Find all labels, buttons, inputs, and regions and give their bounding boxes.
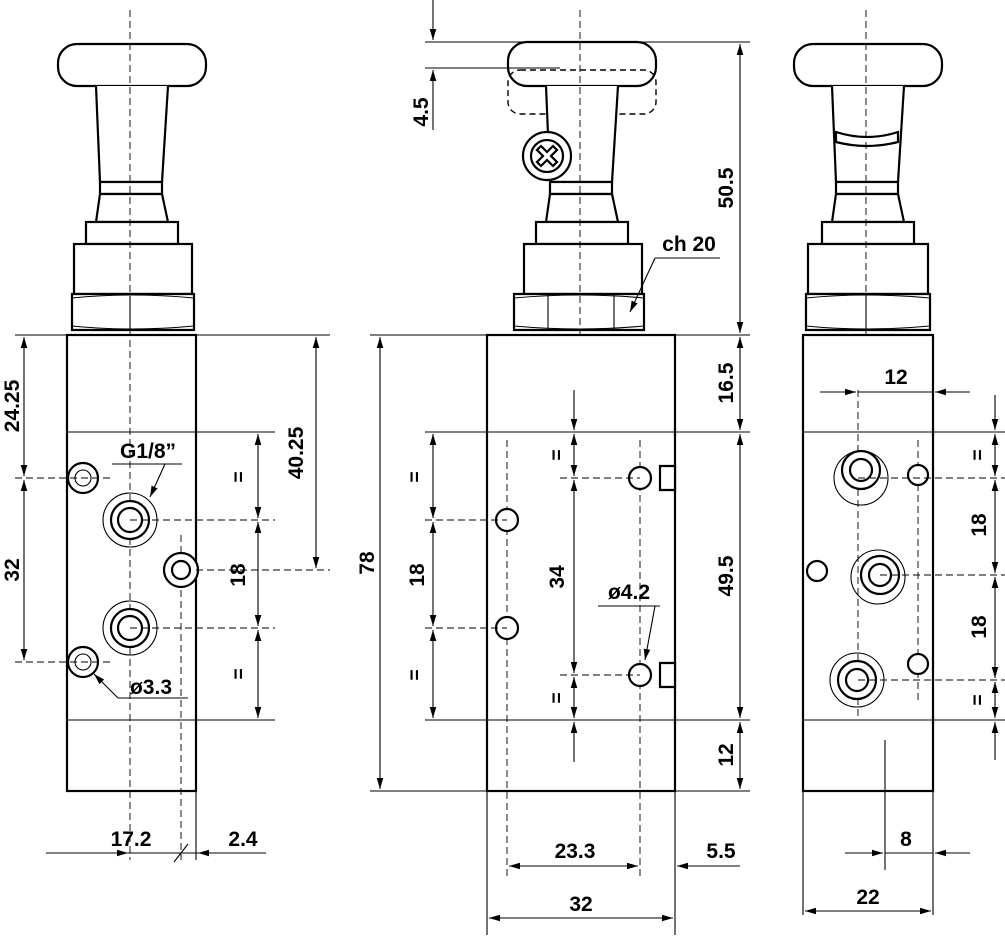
dim-left-equal-bottom: = [229, 668, 250, 679]
dim-center-4-5: 4.5 [410, 97, 433, 127]
dim-center-18: 18 [406, 563, 429, 587]
dim-right-8: 8 [900, 828, 912, 851]
dim-left-18: 18 [227, 563, 250, 587]
dim-center-equal-mid-bottom: = [547, 692, 568, 703]
dim-center-34: 34 [546, 565, 569, 589]
dim-center-16-5: 16.5 [715, 362, 738, 403]
left-side-port [162, 551, 200, 589]
dim-center-32: 32 [569, 893, 592, 916]
dim-center-hole-diameter: ø4.2 [608, 581, 650, 604]
center-view: 4.5 50.5 ch 20 16.5 78 = 18 = = 34 = ø4.… [356, 0, 750, 935]
right-hole-side [805, 559, 829, 583]
dim-center-5-5: 5.5 [706, 840, 736, 863]
dim-left-2-4: 2.4 [228, 828, 258, 851]
dim-center-50-5: 50.5 [715, 167, 738, 208]
dim-center-equal-mid-top: = [547, 449, 568, 460]
right-view: 12 = 18 18 = 8 22 [792, 10, 1005, 915]
dim-center-23-3: 23.3 [555, 840, 596, 863]
right-knob [792, 42, 944, 332]
dim-left-hole-diameter: ø3.3 [130, 676, 172, 699]
center-knob [506, 40, 658, 332]
right-port-middle [850, 549, 906, 605]
dim-left-32: 32 [1, 558, 24, 581]
dim-left-equal-top: = [229, 471, 250, 482]
right-port-top [833, 449, 889, 506]
dim-center-equal-left-bottom: = [405, 669, 426, 680]
right-port-bottom [829, 652, 885, 708]
left-knob [56, 42, 208, 332]
dim-left-40-25: 40.25 [285, 426, 308, 479]
left-view: 24.25 32 G1/8” ø3.3 = 18 = 40.25 17.2 2.… [1, 10, 330, 863]
center-body [485, 333, 677, 793]
dim-center-equal-left-top: = [405, 471, 426, 482]
dim-left-17-2: 17.2 [111, 828, 152, 851]
right-hole-bottom [906, 652, 930, 676]
dim-center-wrench: ch 20 [662, 233, 716, 256]
dim-right-18-lower: 18 [968, 615, 991, 639]
dim-right-22: 22 [856, 886, 879, 909]
right-hole-top [906, 463, 930, 487]
dim-right-18-upper: 18 [968, 513, 991, 537]
dim-center-49-5: 49.5 [715, 555, 738, 596]
dim-right-12: 12 [884, 366, 907, 389]
dim-right-equal-top: = [968, 449, 989, 460]
dim-center-12: 12 [715, 743, 738, 766]
dim-center-78: 78 [356, 551, 379, 575]
dim-left-thread: G1/8” [120, 440, 176, 463]
dim-right-equal-bottom: = [968, 694, 989, 705]
dim-left-24-25: 24.25 [1, 379, 24, 432]
